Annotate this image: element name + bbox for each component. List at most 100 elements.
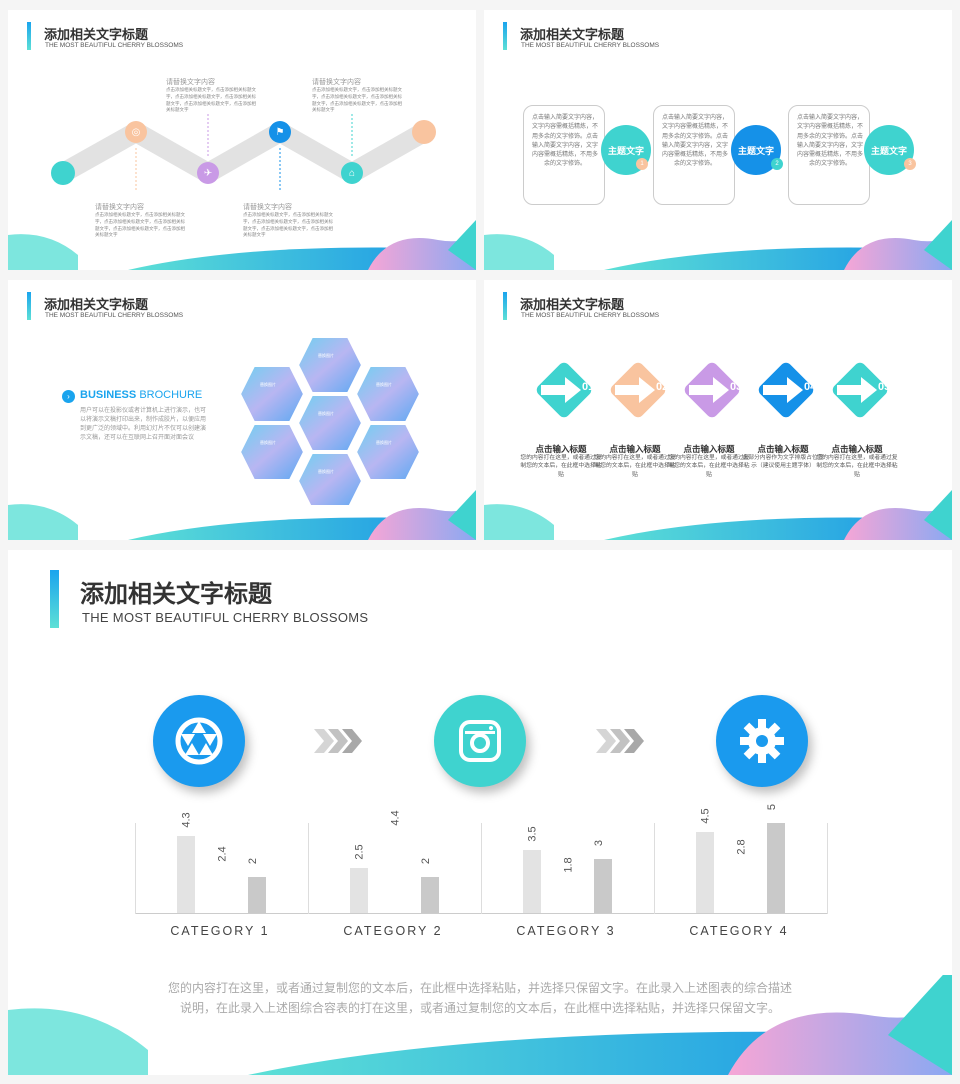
chart-bar xyxy=(732,862,750,913)
chart-divider xyxy=(827,823,828,914)
item-title: 请替换文字内容 xyxy=(243,204,292,211)
step-title: 点击输入标题 xyxy=(683,444,735,454)
step-text: 您的内容打在这里，或者通过复制您的文本后，在此框中选择粘贴 xyxy=(668,455,750,478)
step-text: 您的内容打在这里，或者通过复制您的文本后，在此框中选择粘贴 xyxy=(594,455,676,478)
step-number: 05 xyxy=(878,381,891,393)
instagram-icon xyxy=(434,695,526,787)
step-diamond: 01 xyxy=(534,360,594,420)
data-label: 4.3 xyxy=(180,811,193,828)
title-accent-bar xyxy=(50,570,59,628)
signpost-icon: ⚑ xyxy=(269,121,291,143)
data-label: 4.5 xyxy=(699,808,712,824)
step-diamond: 04 xyxy=(756,360,816,420)
slide-bar-chart: 添加相关文字标题 THE MOST BEAUTIFUL CHERRY BLOSS… xyxy=(8,550,952,1075)
svg-text:替换图片: 替换图片 xyxy=(318,352,334,358)
heading-light: BROCHURE xyxy=(139,389,203,401)
slide-topic-cards: 添加相关文字标题 THE MOST BEAUTIFUL CHERRY BLOSS… xyxy=(484,10,952,270)
step-number: 03 xyxy=(730,381,743,393)
item-text: 点击添加相关标题文字，点击添加相关标题文字，点击添加相关标题文字，点击添加相关标… xyxy=(95,212,185,238)
chart-bar xyxy=(213,869,231,913)
chart-divider xyxy=(308,823,309,914)
chart-divider xyxy=(481,823,482,914)
data-label: 2 xyxy=(420,857,433,865)
decorative-wave xyxy=(8,490,476,540)
zigzag-path xyxy=(58,114,429,190)
content-card: 点击输入简要文字内容，文字内容需概括精炼，不用多余的文字修饰。点击输入简要文字内… xyxy=(788,105,870,205)
decorative-wave xyxy=(8,975,952,1075)
step-number: 04 xyxy=(804,381,817,393)
chart-bar xyxy=(523,850,541,913)
topic-number: 1 xyxy=(636,158,648,170)
item-text: 点击添加相关标题文字，点击添加相关标题文字，点击添加相关标题文字，点击添加相关标… xyxy=(166,87,256,113)
category-label: CATEGORY 4 xyxy=(689,924,789,938)
data-label: 2 xyxy=(247,857,260,865)
chart-bar xyxy=(421,877,439,913)
slide-zigzag-timeline: 添加相关文字标题 THE MOST BEAUTIFUL CHERRY BLOSS… xyxy=(8,10,476,270)
hexagon-grid: 替换图片 替换图片 替换图片 替换图片 替换图片 替换图片 替换图片 xyxy=(240,336,420,505)
chart-bar xyxy=(594,859,612,913)
topic-number: 2 xyxy=(771,158,783,170)
chevron-right-icon: › xyxy=(62,390,75,403)
slide-subtitle: THE MOST BEAUTIFUL CHERRY BLOSSOMS xyxy=(45,42,184,49)
airplane-icon: ✈ xyxy=(197,162,219,184)
data-label: 5 xyxy=(766,803,779,811)
content-card: 点击输入简要文字内容，文字内容需概括精炼，不用多余的文字修饰。点击输入简要文字内… xyxy=(653,105,735,205)
step-number: 02 xyxy=(656,381,669,393)
description-line: 您的内容打在这里，或者通过复制您的文本后，在此框中选择粘贴，并选择只保留文字。在… xyxy=(167,981,792,995)
data-label: 1.8 xyxy=(562,856,575,873)
step-diamond: 05 xyxy=(830,360,890,420)
step-number: 01 xyxy=(582,381,595,393)
slide-subtitle: THE MOST BEAUTIFUL CHERRY BLOSSOMS xyxy=(45,312,184,319)
decorative-wave xyxy=(484,220,952,270)
step-title: 点击输入标题 xyxy=(831,444,883,454)
chart-bar xyxy=(696,832,714,913)
chart-divider xyxy=(135,823,136,914)
slide-title: 添加相关文字标题 xyxy=(44,27,149,42)
svg-text:替换图片: 替换图片 xyxy=(376,439,392,445)
chart-bar xyxy=(559,880,577,913)
topic-number: 3 xyxy=(904,158,916,170)
chart-divider xyxy=(654,823,655,914)
chart-bar xyxy=(767,823,785,913)
chart-bar xyxy=(350,868,368,913)
brochure-heading: BUSINESS BROCHURE xyxy=(80,389,202,401)
item-title: 请替换文字内容 xyxy=(166,79,215,86)
chart-bar xyxy=(386,833,404,913)
description-line: 说明，在此录入上述图综合容表的打在这里，或者通过复制您的文本后，在此框中选择粘贴… xyxy=(179,1001,780,1016)
basketball-icon: ◎ xyxy=(125,121,147,143)
chart-description: 您的内容打在这里，或者通过复制您的文本后，在此框中选择粘贴，并选择只保留文字。在… xyxy=(8,978,952,1019)
step-title: 点击输入标题 xyxy=(535,444,587,454)
slide-diamond-steps: 添加相关文字标题 THE MOST BEAUTIFUL CHERRY BLOSS… xyxy=(484,280,952,540)
svg-text:替换图片: 替换图片 xyxy=(260,439,276,445)
svg-text:替换图片: 替换图片 xyxy=(318,410,334,416)
data-label: 2.5 xyxy=(353,844,366,860)
item-title: 请替换文字内容 xyxy=(312,79,361,86)
slide-title: 添加相关文字标题 xyxy=(520,297,625,312)
heading-bold: BUSINESS xyxy=(80,389,137,401)
slide-title: 添加相关文字标题 xyxy=(80,581,272,608)
data-label: 3 xyxy=(593,839,606,847)
category-label: CATEGORY 2 xyxy=(343,924,443,938)
start-dot xyxy=(51,161,75,185)
svg-text:替换图片: 替换图片 xyxy=(318,468,334,474)
data-label: 2.8 xyxy=(735,838,748,855)
chart-bar xyxy=(248,877,266,913)
step-diamond: 03 xyxy=(682,360,742,420)
content-card: 点击输入简要文字内容，文字内容需概括精炼，不用多余的文字修饰。点击输入简要文字内… xyxy=(523,105,605,205)
end-dot xyxy=(412,120,436,144)
decorative-wave xyxy=(484,490,952,540)
chart-bar xyxy=(177,835,195,913)
chevron-arrows-icon xyxy=(314,729,362,753)
decorative-wave xyxy=(8,220,476,270)
brochure-body: 用户可以在投影仪或者计算机上进行演示，也可以将演示文稿打印出来，制作成胶片，以便… xyxy=(80,408,207,441)
aperture-icon xyxy=(153,695,245,787)
category-label: CATEGORY 3 xyxy=(516,924,616,938)
slide-subtitle: THE MOST BEAUTIFUL CHERRY BLOSSOMS xyxy=(521,42,660,49)
title-accent-bar xyxy=(503,22,507,50)
step-title: 点击输入标题 xyxy=(609,444,661,454)
svg-text:替换图片: 替换图片 xyxy=(376,381,392,387)
title-accent-bar xyxy=(27,292,31,320)
title-accent-bar xyxy=(27,22,31,50)
data-label: 4.4 xyxy=(389,810,402,826)
